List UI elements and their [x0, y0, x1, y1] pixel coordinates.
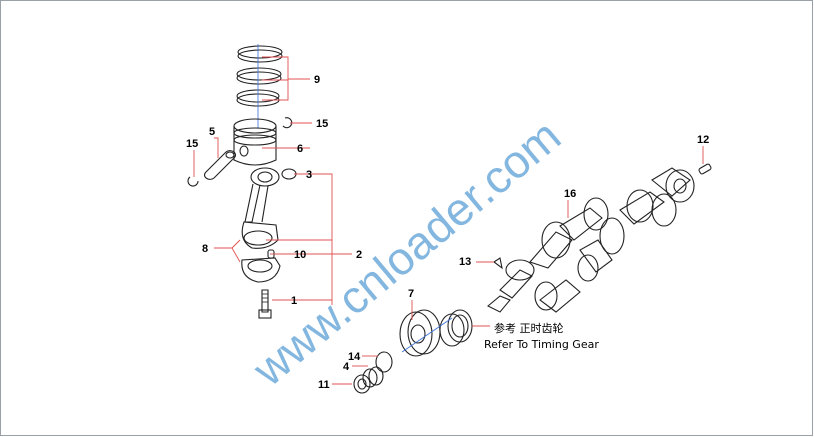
callout-7: 7: [408, 288, 414, 300]
callout-16: 16: [564, 188, 576, 200]
callout-2: 2: [356, 249, 362, 261]
callout-6: 6: [297, 143, 303, 155]
callout-14: 14: [348, 351, 361, 363]
callout-4: 4: [343, 361, 350, 373]
snap-ring-right: [282, 117, 293, 129]
callout-8: 8: [202, 243, 208, 255]
callout-15-left: 15: [186, 138, 198, 150]
watermark: www.cnloader.com: [242, 109, 570, 396]
piston: [233, 118, 277, 166]
pulley-nut: [353, 374, 371, 394]
crank-pulley: [399, 309, 453, 357]
callout-10: 10: [294, 249, 306, 261]
rod-bolt: [258, 289, 272, 319]
callout-15-right: 15: [316, 118, 328, 130]
thrust-washer: [375, 351, 393, 373]
callout-13: 13: [459, 256, 471, 268]
callout-9: 9: [314, 74, 320, 86]
callout-11: 11: [318, 379, 330, 391]
callout-5: 5: [209, 126, 215, 138]
callout-12: 12: [697, 134, 709, 146]
callout-3: 3: [306, 169, 312, 181]
refer-note-chinese: 参考 正时齿轮: [494, 321, 564, 335]
callout-1: 1: [291, 295, 297, 307]
woodruff-key: [493, 257, 503, 270]
piston-pin: [203, 150, 237, 180]
snap-ring-left: [187, 176, 199, 187]
connecting-rod: [241, 167, 281, 283]
small-end-bushing: [281, 168, 297, 180]
dowel-pin: [698, 163, 712, 175]
refer-note-english: Refer To Timing Gear: [484, 338, 599, 351]
timing-gear: [439, 309, 473, 347]
leader-lines: [193, 56, 704, 385]
crankshaft: [487, 167, 695, 313]
